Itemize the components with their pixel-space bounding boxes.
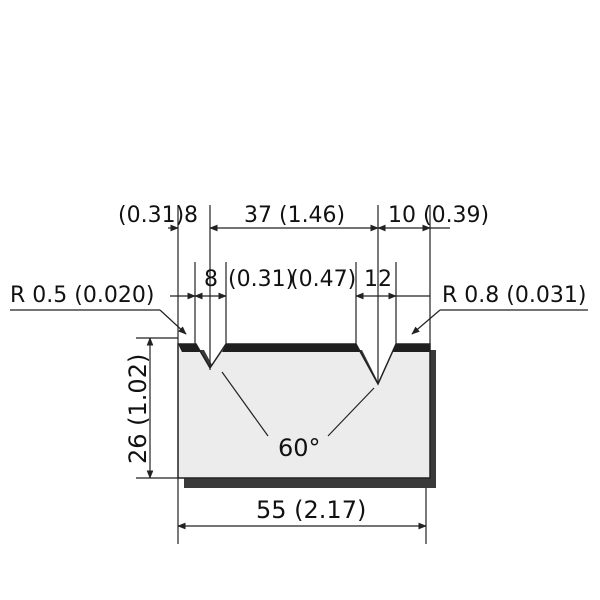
dim-label-mid-left-mm: 8	[204, 267, 218, 292]
radius-leader-right-d	[411, 309, 441, 335]
radius-label-right: R 0.8 (0.031)	[442, 283, 586, 308]
angle-label: 60°	[278, 434, 321, 462]
width-label: 55 (2.17)	[256, 496, 366, 524]
dim-label-mid-left-inch: (0.31)	[228, 267, 294, 292]
height-label: 26 (1.02)	[124, 354, 152, 464]
dim-label-top-right: 10 (0.39)	[388, 203, 489, 228]
angle-leader-left	[221, 371, 269, 437]
dim-label-mid-right-inch: (0.47)	[290, 267, 356, 292]
radius-label-left: R 0.5 (0.020)	[10, 283, 154, 308]
dim-label-top-left-inch: (0.31)	[118, 203, 184, 228]
dim-label-mid-right-mm: 12	[364, 267, 392, 292]
top-chamfer-right	[392, 344, 430, 352]
top-chamfer-center	[222, 344, 360, 352]
dim-label-top-center: 37 (1.46)	[244, 203, 345, 228]
top-chamfer-left	[178, 344, 200, 352]
dim-label-top-left-mm: 8	[184, 203, 198, 228]
angle-leader-right	[327, 387, 375, 437]
radius-leader-left-d	[159, 309, 187, 335]
